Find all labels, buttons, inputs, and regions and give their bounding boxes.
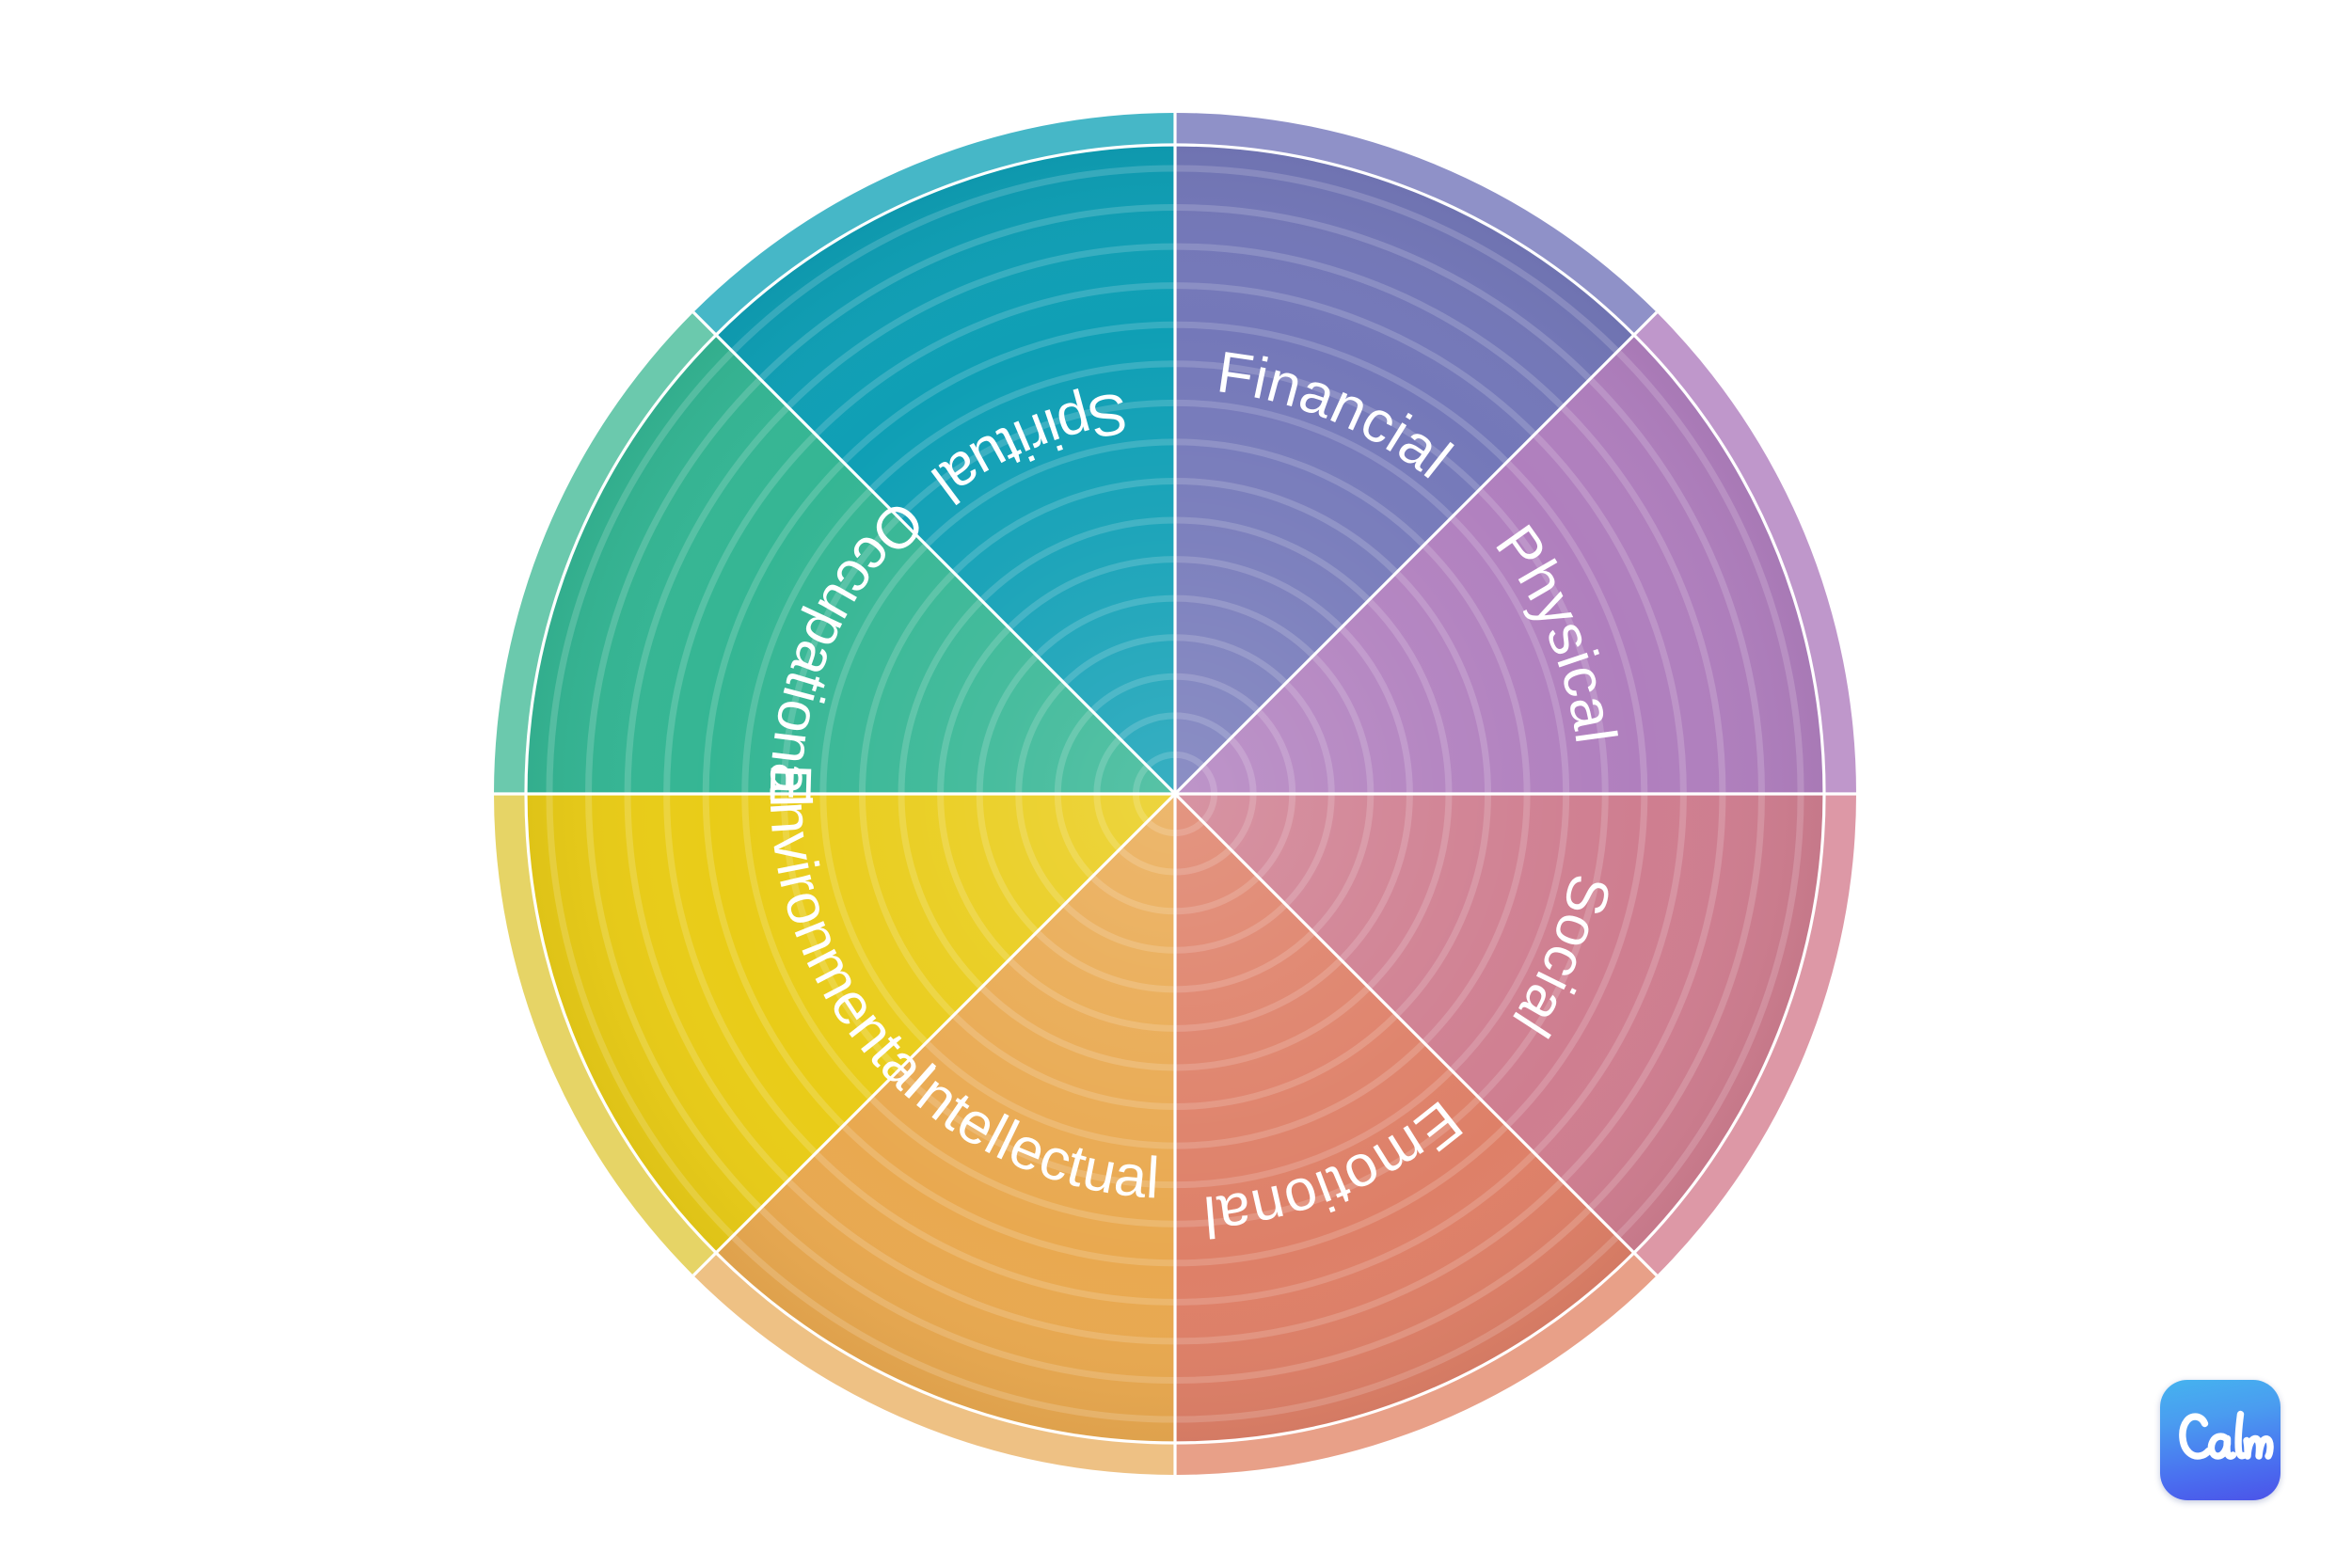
calm-wordmark-icon: [2179, 1410, 2274, 1460]
segment-dividers: [494, 113, 1856, 1475]
rim-wedge-intellectual[interactable]: [693, 1252, 1175, 1475]
rim-wedge-financial[interactable]: [1175, 113, 1657, 336]
rim-wedge-emotional[interactable]: [1175, 1252, 1657, 1475]
radial-divider: [691, 792, 1177, 1277]
calm-logo[interactable]: [2160, 1380, 2280, 1500]
radial-divider: [1173, 310, 1659, 796]
rim-wedge-environmental[interactable]: [494, 794, 717, 1275]
rim-wedge-physical[interactable]: [1633, 312, 1856, 794]
rim-wedge-occupational[interactable]: [494, 312, 717, 794]
outer-rim-band: [494, 113, 1856, 1475]
radial-divider: [1173, 792, 1659, 1277]
rim-wedge-spiritual[interactable]: [693, 113, 1175, 336]
radial-divider: [691, 310, 1177, 796]
rim-wedge-social[interactable]: [1633, 794, 1856, 1275]
rim-separator-arc: [524, 143, 1826, 1445]
